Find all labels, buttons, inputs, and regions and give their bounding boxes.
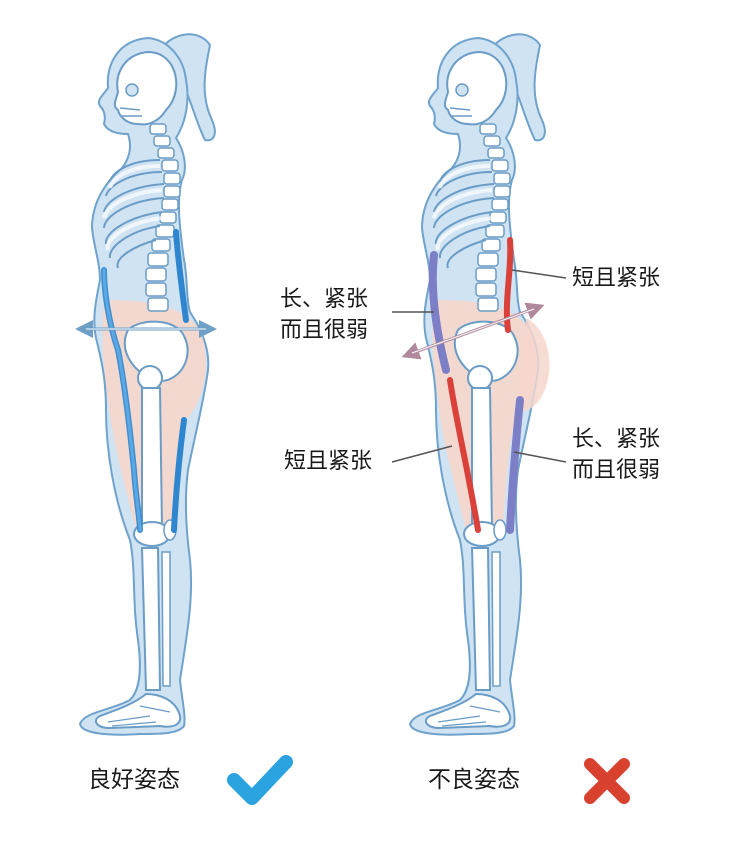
caption-bad: 不良姿态 <box>428 767 520 793</box>
bad-posture-figure <box>401 32 550 737</box>
label-line: 短且紧张 <box>572 266 660 291</box>
leader-lines <box>391 269 567 463</box>
label-line: 短且紧张 <box>284 449 372 474</box>
label-hamstring: 长、紧张而且很弱 <box>572 427 660 483</box>
label-line: 长、紧张 <box>280 287 368 312</box>
label-hip-flexor: 短且紧张 <box>284 449 372 474</box>
good-hamstring-muscle <box>171 417 187 533</box>
label-abdominal: 长、紧张而且很弱 <box>280 287 368 343</box>
bad-hipflexor-muscle <box>447 377 481 533</box>
check-icon <box>227 755 293 805</box>
good-posture-figure <box>75 32 217 737</box>
good-back-muscle <box>173 229 189 323</box>
label-line: 而且很弱 <box>572 458 660 483</box>
label-line: 而且很弱 <box>280 318 368 343</box>
caption-good: 良好姿态 <box>88 767 180 793</box>
bad-hamstring-muscle <box>506 396 524 534</box>
cross-icon <box>584 758 630 804</box>
label-line: 长、紧张 <box>572 427 660 452</box>
label-back: 短且紧张 <box>572 266 660 291</box>
